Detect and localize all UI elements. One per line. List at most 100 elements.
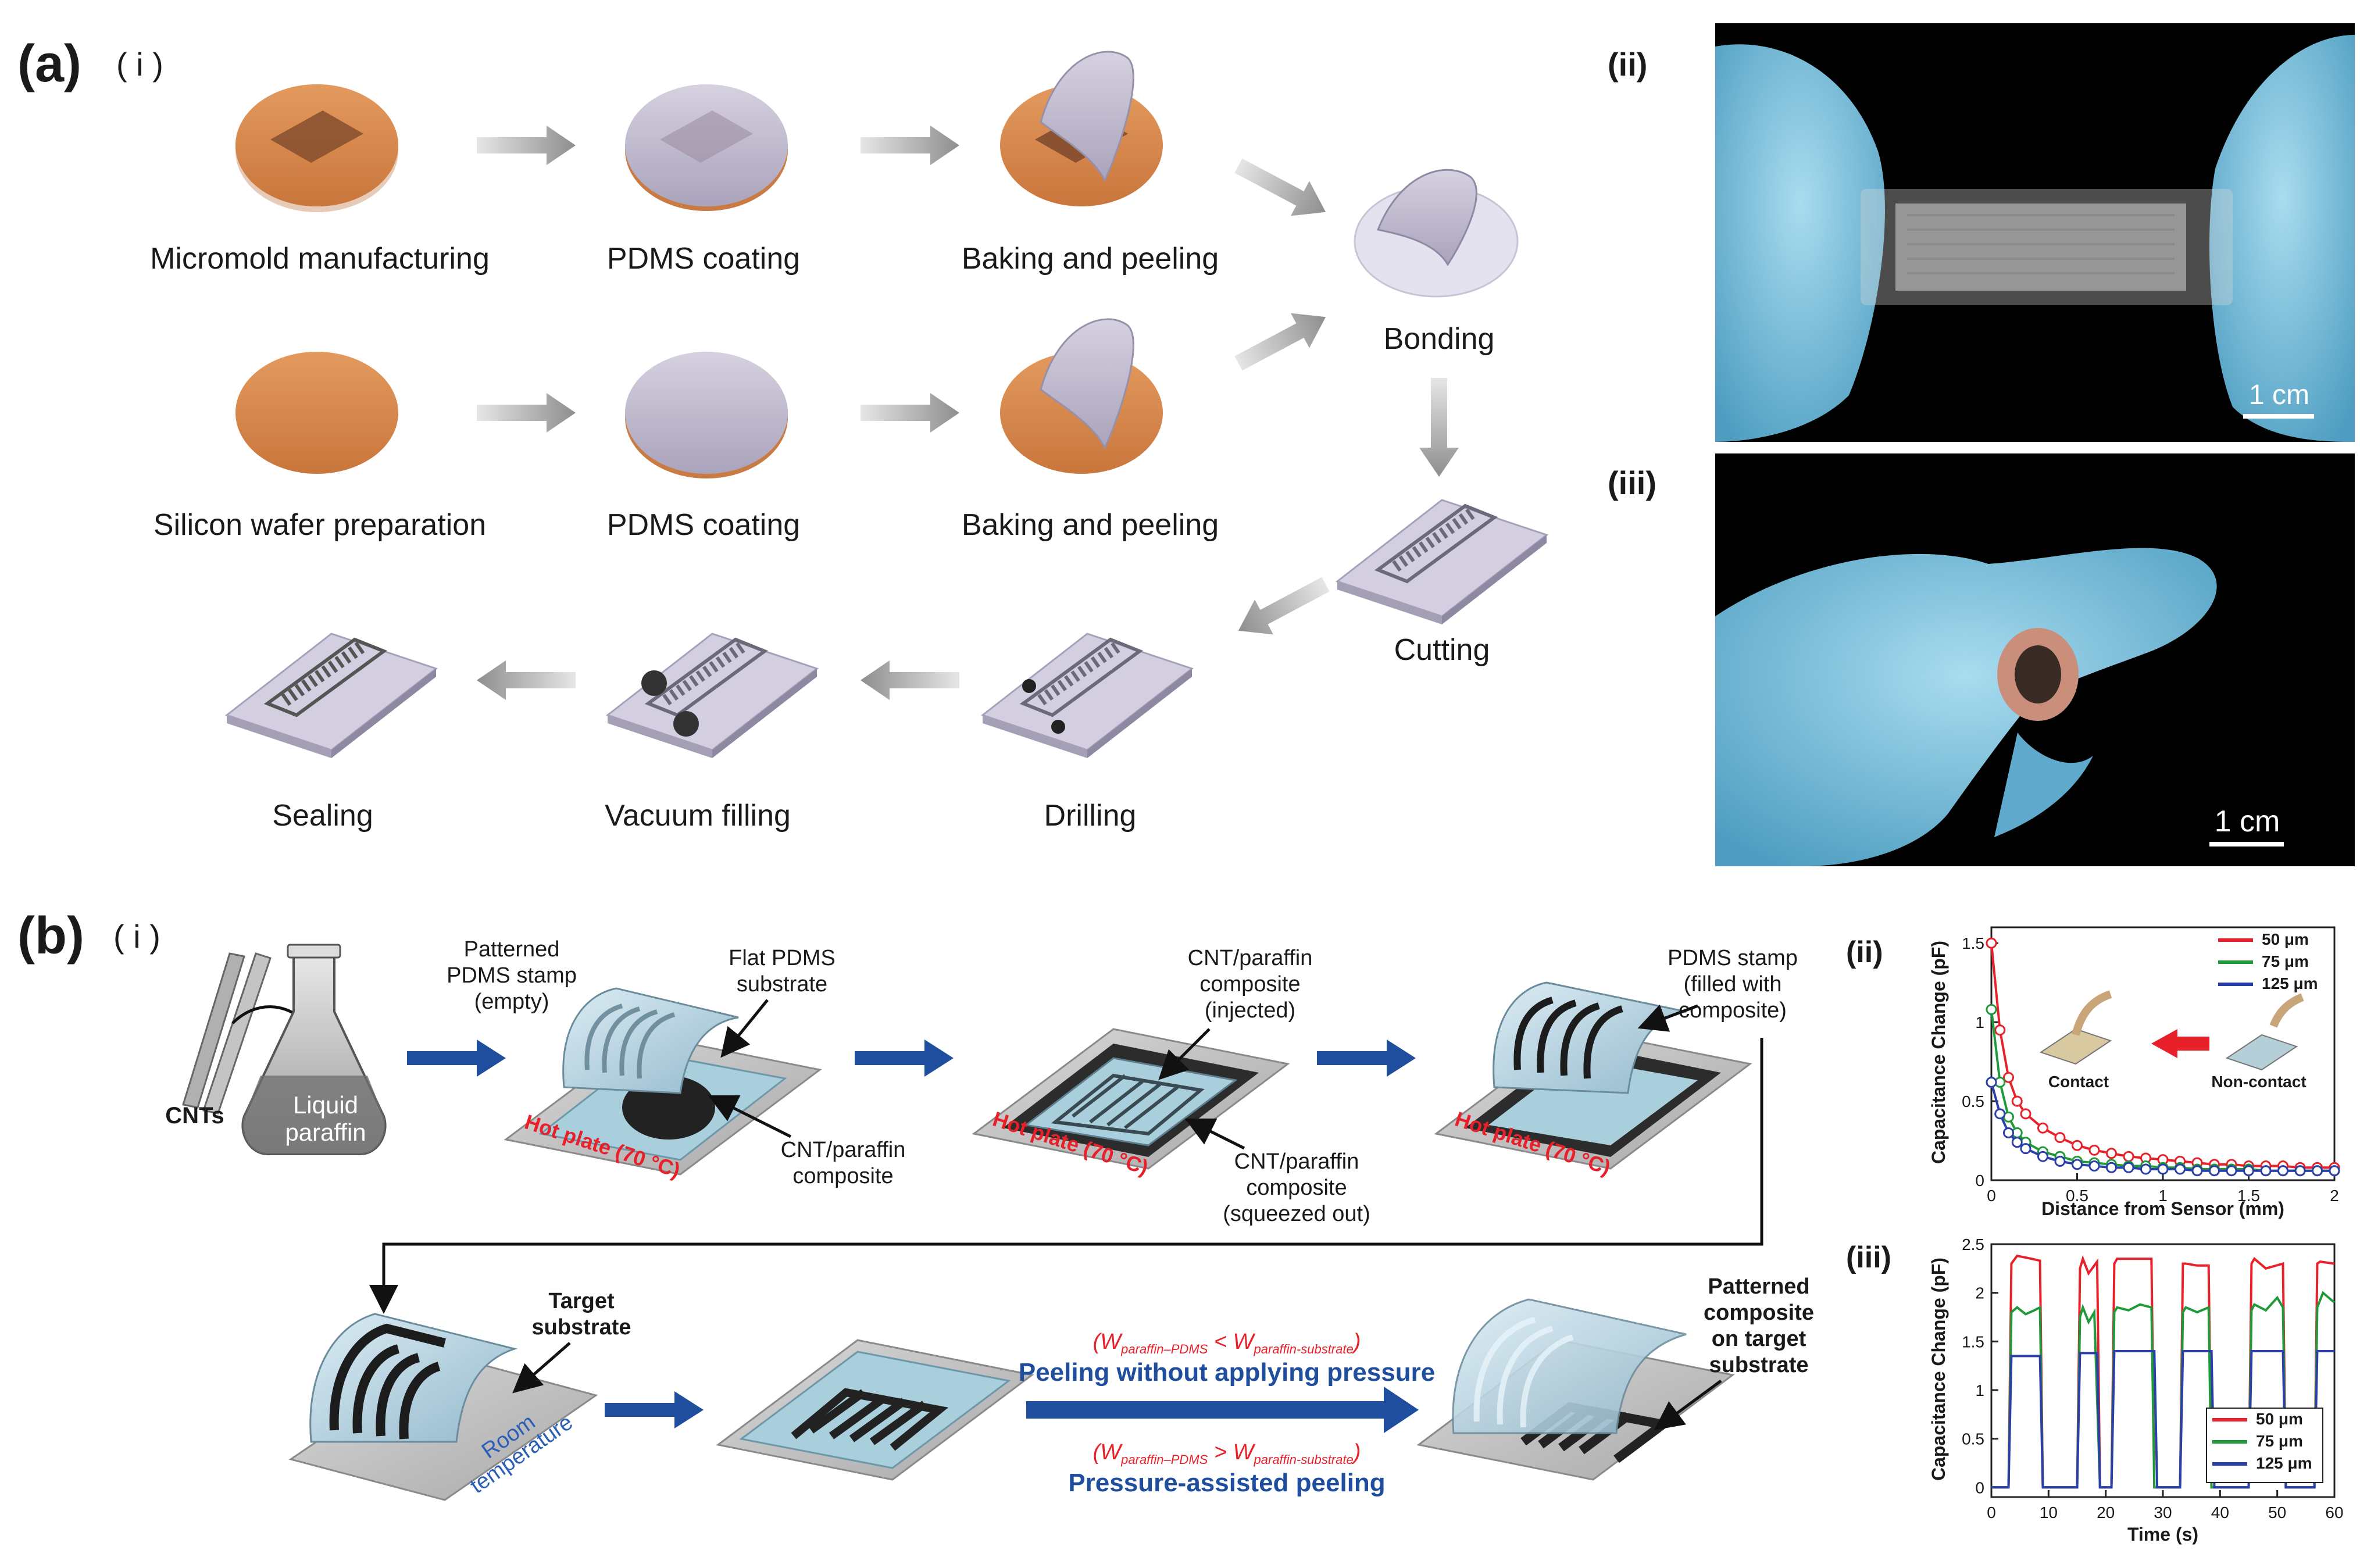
arrow-cut-to-drill	[1229, 566, 1335, 648]
y-tick-label: 1	[1975, 1013, 1984, 1031]
inj-label-3: (injected)	[1205, 998, 1295, 1023]
data-point	[2123, 1151, 2134, 1162]
cond-2: (Wparaffin–PDMS > Wparaffin-substrate)	[1093, 1440, 1361, 1467]
peel-2-label: Pressure-assisted peeling	[1068, 1469, 1385, 1497]
inset-red-arrow	[2151, 1029, 2209, 1058]
x-tick-label: 2	[2330, 1187, 2339, 1205]
arrow-a2	[861, 126, 959, 165]
panel-a-label: (a)	[17, 35, 81, 93]
data-point	[2020, 1108, 2031, 1120]
arrow-vac-to-seal	[477, 660, 576, 700]
wafer-bake1	[1000, 51, 1163, 206]
flat-pointer	[720, 999, 769, 1058]
chip-sealing	[226, 633, 437, 759]
x-tick-label: 20	[2097, 1503, 2115, 1521]
y-tick-label: 0	[1975, 1478, 1984, 1496]
patt-label-2: composite	[1704, 1301, 1814, 1325]
filled-label-1: PDMS stamp	[1668, 946, 1798, 970]
data-point	[2123, 1162, 2134, 1173]
arrow-to-cutting	[1419, 378, 1459, 477]
data-point	[2054, 1155, 2066, 1167]
data-point	[1994, 1024, 2006, 1036]
chart2-ylabel: Capacitance Change (pF)	[1928, 1258, 1949, 1481]
filled-pointer	[1637, 1004, 1698, 1032]
target-substrate-step	[288, 1313, 598, 1501]
flask	[241, 944, 387, 1155]
noncontact-label: Non-contact	[2211, 1073, 2306, 1091]
sq-label-2: composite	[1246, 1176, 1347, 1200]
sq-label-3: (squeezed out)	[1223, 1202, 1370, 1226]
y-tick-label: 2.5	[1962, 1235, 1984, 1253]
x-tick-label: 10	[2040, 1503, 2058, 1521]
arrow-a1	[477, 126, 576, 165]
data-point	[1986, 1076, 1997, 1088]
series-line	[1991, 1350, 2334, 1489]
data-point	[2088, 1144, 2100, 1156]
legend-label: 125 μm	[2262, 974, 2318, 992]
comp-label-1: CNT/paraffin	[781, 1138, 906, 1162]
wafer-pdms2	[625, 352, 788, 478]
chart-distance: Capacitance Change (pF) Distance from Se…	[1928, 926, 2340, 1219]
flat-label-2: substrate	[737, 972, 827, 996]
data-point	[2003, 1071, 2014, 1083]
chart1-xlabel: Distance from Sensor (mm)	[2041, 1198, 2284, 1219]
target-pointer	[512, 1342, 571, 1394]
wafer-micromold	[235, 84, 398, 212]
stamp-label-1: Patterned	[464, 937, 560, 962]
inj-label-2: composite	[1199, 972, 1300, 996]
flat-label-1: Flat PDMS	[729, 946, 836, 970]
sq-pointer	[1184, 1118, 1245, 1150]
legend-label: 75 μm	[2262, 952, 2309, 970]
data-point	[2260, 1165, 2272, 1177]
data-point	[2106, 1162, 2117, 1173]
wafer-bonding	[1354, 169, 1519, 298]
chip-vacuum	[606, 633, 818, 759]
stamp-label-3: (empty)	[474, 990, 549, 1014]
data-point	[2191, 1165, 2203, 1177]
step-silicon: Silicon wafer preparation	[153, 508, 486, 542]
step-vacuum: Vacuum filling	[605, 799, 791, 833]
legend-label: 125 μm	[2256, 1454, 2312, 1472]
data-point	[2037, 1122, 2048, 1134]
filled-label-3: composite)	[1679, 998, 1787, 1023]
data-point	[2037, 1151, 2048, 1162]
data-point	[2020, 1143, 2031, 1155]
step-micromold: Micromold manufacturing	[150, 242, 490, 276]
hotplate-1	[504, 987, 822, 1176]
panel-b-sub-iii: (iii)	[1846, 1241, 1891, 1274]
chip-drilling	[981, 633, 1193, 759]
blue-arrow-4	[605, 1391, 704, 1428]
comp-pointer	[708, 1095, 792, 1138]
x-tick-label: 0	[1987, 1187, 1996, 1205]
inj-label-1: CNT/paraffin	[1188, 946, 1313, 970]
data-point	[2088, 1160, 2100, 1172]
y-tick-label: 2	[1975, 1284, 1984, 1302]
arrow-a4	[861, 393, 959, 433]
photo-stretch	[1715, 23, 2355, 442]
arrow-to-bonding-2	[1229, 299, 1336, 381]
legend-label: 50 μm	[2256, 1410, 2303, 1428]
arrow-drill-to-vac	[861, 660, 959, 700]
pressed-step	[716, 1339, 1034, 1481]
step-bake1: Baking and peeling	[962, 242, 1219, 276]
data-point	[2226, 1165, 2237, 1177]
wafer-bake2	[1000, 318, 1163, 474]
data-point	[2277, 1165, 2288, 1177]
step-sealing: Sealing	[272, 799, 373, 833]
data-point	[2106, 1148, 2117, 1159]
chip-cutting	[1336, 499, 1548, 626]
x-tick-label: 50	[2268, 1503, 2286, 1521]
data-point	[1986, 937, 1997, 949]
y-tick-label: 1.5	[1962, 934, 1984, 952]
chart1-ylabel: Capacitance Change (pF)	[1928, 941, 1949, 1164]
inset-contact	[2039, 990, 2112, 1065]
y-tick-label: 0.5	[1962, 1430, 1984, 1448]
panel-b-sub-i: ( i )	[113, 918, 160, 955]
scale-iii-bar	[2209, 842, 2284, 846]
step-drilling: Drilling	[1044, 799, 1137, 833]
x-tick-label: 0	[1987, 1503, 1996, 1521]
patt-label-1: Patterned	[1708, 1274, 1809, 1299]
data-point	[2011, 1095, 2023, 1107]
data-point	[2329, 1165, 2340, 1177]
